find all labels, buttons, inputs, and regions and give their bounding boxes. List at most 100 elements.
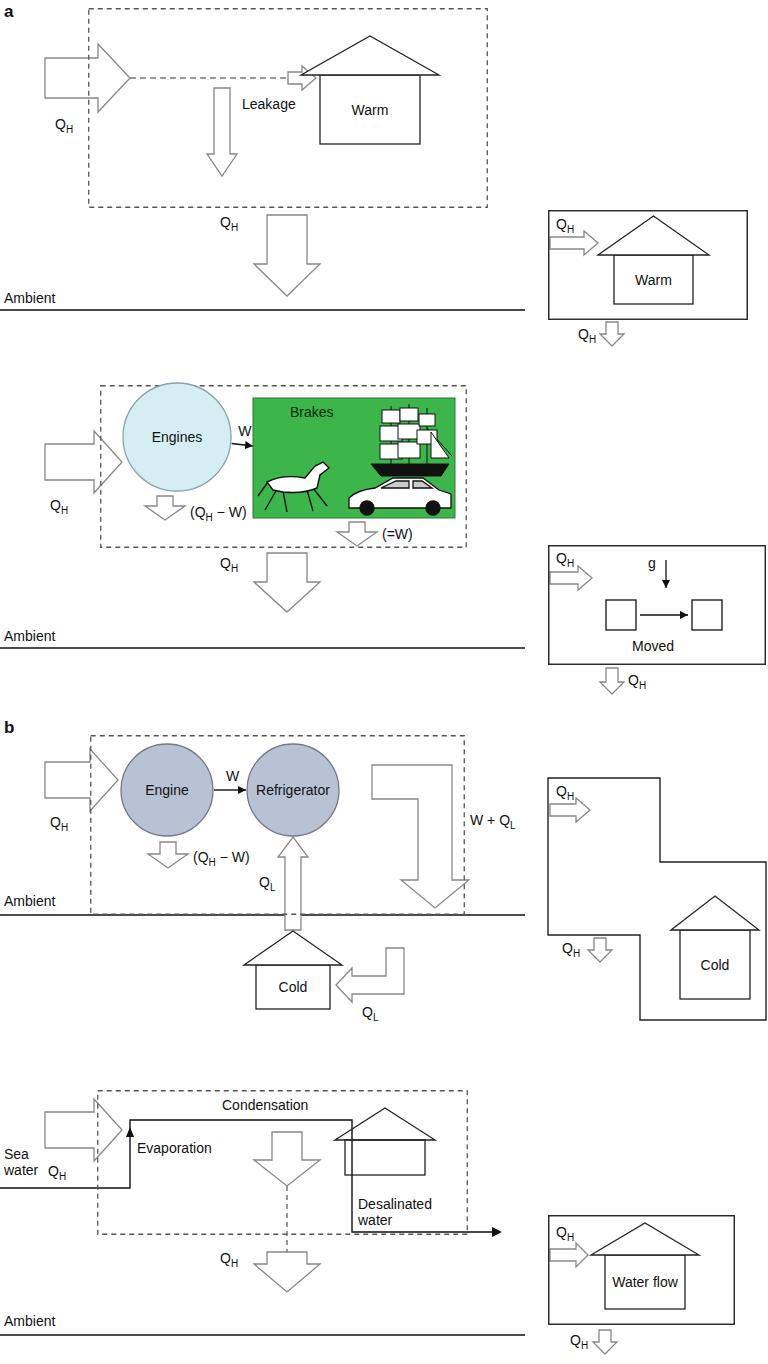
label-slot: QH [556, 1224, 574, 1240]
flow-connector [214, 789, 246, 790]
house-shape: Warm [300, 35, 440, 145]
node-outline [670, 895, 760, 1000]
label-slot: QH [50, 814, 68, 830]
system-box: Cold [548, 778, 766, 1020]
subscript: H [567, 224, 574, 235]
text-slot: Warm [616, 255, 691, 305]
house-body [680, 930, 750, 999]
heat-arrow [254, 215, 320, 296]
heat-arrow [550, 231, 598, 255]
note-text: Condensation [222, 1097, 308, 1113]
system-box: Brakes [253, 398, 455, 518]
heat-label: QH [220, 214, 238, 230]
heat-label: QH [556, 216, 574, 232]
heat-label: Ambient [4, 290, 55, 306]
ship [371, 404, 452, 476]
system-box [549, 211, 748, 320]
note-text: Evaporation [137, 1140, 212, 1156]
subscript: H [581, 1340, 588, 1351]
heat-label: QH [556, 1224, 574, 1240]
moved-blocks [606, 560, 722, 630]
text-slot: Evaporation [137, 1140, 212, 1156]
subscript: L [270, 882, 276, 893]
dashed-boundary [98, 1091, 468, 1235]
heat-arrow [145, 496, 185, 520]
heat-label: QH [48, 1163, 66, 1179]
house-body [614, 255, 693, 304]
house-outline [335, 1108, 435, 1175]
heat-label: Sea water [4, 1146, 48, 1178]
stepped-boundary [548, 778, 766, 1020]
label-slot: QH [220, 555, 238, 571]
device-name: Engines [152, 429, 203, 445]
ambient-lines [0, 310, 525, 1335]
edge-label: QL [259, 874, 275, 890]
label-slot: QL [362, 1004, 378, 1020]
heat-arrow [207, 88, 237, 176]
sail [431, 432, 449, 458]
brakes-panel [253, 398, 455, 518]
horse-tail [258, 482, 268, 496]
subscript: H [59, 1171, 66, 1182]
house-shape: Warm [597, 215, 710, 305]
label-slot: QH [220, 1250, 238, 1266]
note-text: (QH − W) [190, 504, 247, 520]
heat-label: QH [556, 550, 574, 566]
text-slot: (QH − W) [193, 849, 250, 865]
system-boundary: Evaporation Condensation [97, 1090, 468, 1235]
house-roof [591, 1223, 699, 1255]
system-boundary: (QH − W)EngineRefrigerator [90, 735, 465, 915]
dashed-boundary [91, 736, 465, 915]
note-text: Brakes [290, 404, 334, 420]
note-text: (QH − W) [193, 849, 250, 865]
label-slot: Ambient [4, 893, 55, 909]
device-circle: Engines [122, 382, 232, 492]
horse-leg [265, 489, 277, 510]
sail [419, 414, 435, 426]
system-boundary: (QH − W)(=W)Engines Brakes [100, 385, 467, 548]
ship-hull [371, 464, 449, 476]
system-boundary: LeakageWarm [88, 8, 488, 208]
heat-label: QH [570, 1332, 588, 1348]
house-shape: Cold [243, 930, 343, 1010]
heat-label: QH [578, 326, 596, 342]
heat-label: Desalinated water [358, 1196, 450, 1228]
edge-label: W [226, 768, 239, 784]
heat-arrow [45, 1099, 122, 1161]
ambient-line [0, 1334, 525, 1336]
horse-leg [313, 488, 327, 506]
house-body [605, 1255, 685, 1309]
heat-arrow [550, 1243, 588, 1267]
node-outline [597, 215, 710, 305]
heat-label: QH [556, 783, 574, 799]
text-slot: (QH − W) [190, 504, 247, 520]
label-slot: QH [570, 1332, 588, 1348]
subscript: L [373, 1012, 379, 1023]
text-slot: Leakage [242, 96, 296, 112]
system-box: Warm [548, 210, 748, 320]
label-slot: QH [562, 940, 580, 956]
system-box: Water flow [548, 1215, 735, 1325]
heat-arrow [372, 765, 469, 908]
house-roof [598, 216, 709, 255]
label-slot: QH [556, 783, 574, 799]
car [349, 478, 451, 515]
label-slot: QH [556, 216, 574, 232]
dashed-boundary [89, 9, 488, 208]
edge-label-slot: W [238, 423, 251, 439]
arrow-head [492, 1227, 502, 1237]
label-slot: Desalinated water [358, 1196, 450, 1228]
house-label: Warm [635, 272, 672, 288]
heat-arrow [254, 1252, 320, 1292]
panel-letter: a [4, 2, 13, 22]
device-circle: Refrigerator [246, 743, 340, 837]
label-slot: Ambient [4, 628, 55, 644]
heat-label: QL [362, 1004, 378, 1020]
text-slot: Condensation [222, 1097, 308, 1113]
subscript: L [510, 820, 516, 831]
house-roof [301, 36, 439, 75]
label-slot: QH [578, 326, 596, 342]
subscript: H [567, 558, 574, 569]
